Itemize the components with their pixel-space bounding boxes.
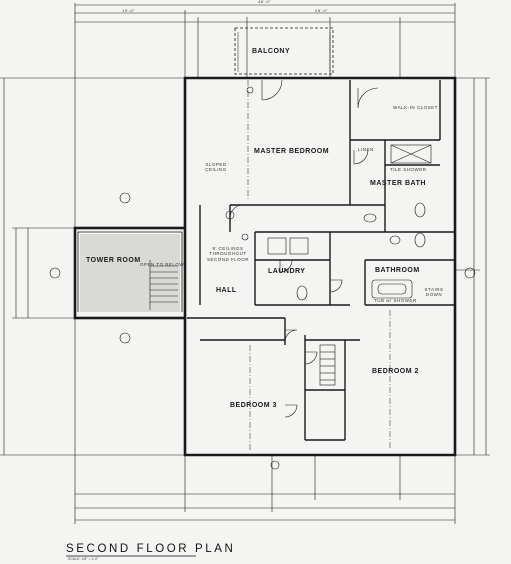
bottom-dimension-lines — [74, 318, 456, 524]
open-to-below-note: OPEN TO BELOW — [140, 262, 185, 267]
plan-scale: SCALE: 1/8" = 1'-0" — [68, 557, 99, 561]
balcony-railing — [234, 27, 334, 75]
sloped-ceiling-note-1: SLOPED CEILING — [205, 162, 227, 173]
walk-in-closet-note: WALK-IN CLOSET — [393, 105, 438, 110]
top-right-dim: 28'-0" — [315, 8, 329, 13]
interior-walls — [187, 80, 455, 441]
bathroom-label: BATHROOM — [375, 267, 420, 274]
exterior-walls — [73, 76, 457, 457]
door-swings — [229, 79, 379, 418]
ceiling-note: 9' CEILINGS THROUGHOUT SECOND FLOOR — [207, 246, 250, 262]
master-bedroom-label: MASTER BEDROOM — [254, 148, 330, 155]
title-underline — [66, 555, 196, 557]
laundry-label: LAUNDRY — [268, 268, 306, 275]
linen-note: LINEN — [358, 147, 374, 152]
bath-fixtures — [267, 144, 432, 301]
grid-markers — [49, 86, 476, 470]
ceiling-centerlines — [247, 80, 391, 450]
top-left-dim: 19'-0" — [122, 8, 136, 13]
balcony-label: BALCONY — [252, 48, 291, 55]
bedroom-3-label: BEDROOM 3 — [230, 402, 277, 409]
tower-stair — [77, 231, 183, 312]
stairs-down-note: STAIRS DOWN — [424, 287, 444, 298]
tower-room-label: TOWER ROOM — [86, 257, 141, 264]
hall-label: HALL — [216, 287, 237, 294]
left-dimension-lines — [0, 77, 185, 456]
tub-note: TUB w/ SHOWER — [374, 298, 417, 303]
overall-width-dim: 46'-0" — [258, 0, 272, 4]
top-dimension-lines — [74, 3, 456, 228]
right-dimension-lines — [455, 77, 490, 456]
tile-shower-note: TILE SHOWER — [390, 167, 427, 172]
stairs-down — [319, 344, 336, 386]
plan-title: SECOND FLOOR PLAN — [66, 543, 236, 555]
master-bath-label: MASTER BATH — [370, 180, 426, 187]
bedroom-2-label: BEDROOM 2 — [372, 368, 419, 375]
